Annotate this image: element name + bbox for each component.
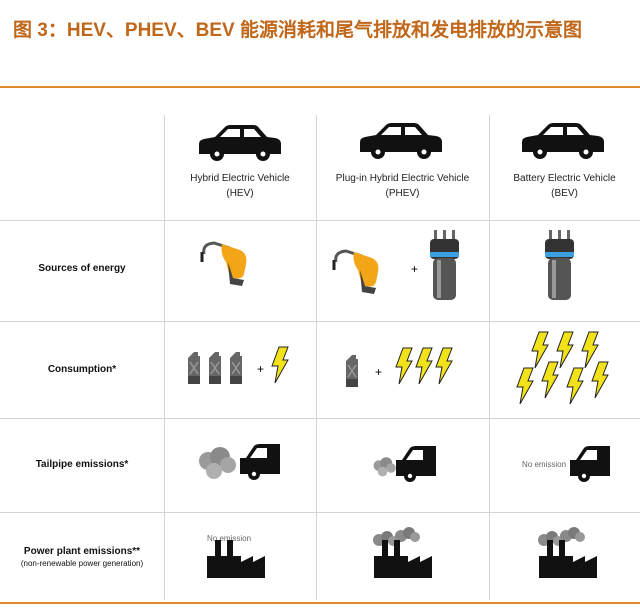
fuel-can-icon <box>229 351 243 385</box>
fuel-can-icon <box>345 354 359 388</box>
column-name: Battery Electric Vehicle <box>513 173 616 184</box>
lightning-bolt-icon <box>415 347 433 385</box>
lightning-bolt-icon <box>395 347 413 385</box>
plus-sign: + <box>257 362 265 376</box>
fuel-can-icon <box>208 351 222 385</box>
lightning-bolt-icon <box>271 346 289 384</box>
grid-line <box>0 321 640 322</box>
car-icon <box>522 123 604 159</box>
column-abbr: (PHEV) <box>385 188 420 199</box>
row-label-consumption: Consumption* <box>47 364 117 375</box>
fuel-pump-icon <box>332 249 380 296</box>
lightning-bolt-icon <box>516 367 534 405</box>
lightning-bolt-icon <box>435 347 453 385</box>
lightning-bolt-icon <box>541 361 559 399</box>
row-label-sources: Sources of energy <box>38 263 126 274</box>
no-emission-label: No emission <box>522 460 567 469</box>
factory-icon <box>539 540 597 578</box>
page-title: 图 3：HEV、PHEV、BEV 能源消耗和尾气排放和发电排放的示意图 <box>13 20 582 41</box>
grid-line <box>0 220 640 221</box>
charging-plug-icon <box>545 230 574 300</box>
title-divider <box>0 86 640 88</box>
column-name: Hybrid Electric Vehicle <box>190 173 290 184</box>
car-icon <box>199 125 281 161</box>
grid-line <box>0 512 640 513</box>
factory-icon <box>374 540 432 578</box>
row-label-powerplant: Power plant emissions** (non-renewable p… <box>0 546 164 568</box>
lightning-bolt-icon <box>591 361 609 399</box>
grid-line <box>316 115 317 600</box>
car-rear-icon <box>570 446 610 482</box>
grid-line <box>489 115 490 600</box>
column-header-hev: Hybrid Electric Vehicle (HEV) <box>164 171 316 201</box>
fuel-pump-icon <box>200 241 248 288</box>
exhaust-smoke-icon <box>199 447 236 479</box>
car-icon <box>360 123 442 159</box>
column-name: Plug-in Hybrid Electric Vehicle <box>335 173 470 184</box>
bottom-divider <box>0 602 640 604</box>
factory-icon <box>207 540 265 578</box>
car-rear-icon <box>396 446 436 482</box>
grid-line <box>164 115 165 600</box>
lightning-bolt-icon <box>566 367 584 405</box>
grid-line <box>0 418 640 419</box>
column-header-bev: Battery Electric Vehicle (BEV) <box>489 171 640 201</box>
fuel-can-icon <box>187 351 201 385</box>
column-abbr: (HEV) <box>226 188 254 199</box>
row-label-tailpipe: Tailpipe emissions* <box>35 459 129 470</box>
row-label-powerplant-main: Power plant emissions** <box>23 546 141 557</box>
column-header-phev: Plug-in Hybrid Electric Vehicle (PHEV) <box>316 171 489 201</box>
exhaust-smoke-icon <box>373 457 396 477</box>
no-emission-label: No emission <box>207 534 252 543</box>
charging-plug-icon <box>430 230 459 300</box>
car-rear-icon <box>240 444 280 480</box>
plus-sign: + <box>375 365 383 379</box>
plus-sign: + <box>411 262 419 276</box>
row-label-powerplant-sub: (non-renewable power generation) <box>20 559 144 568</box>
column-abbr: (BEV) <box>551 188 578 199</box>
